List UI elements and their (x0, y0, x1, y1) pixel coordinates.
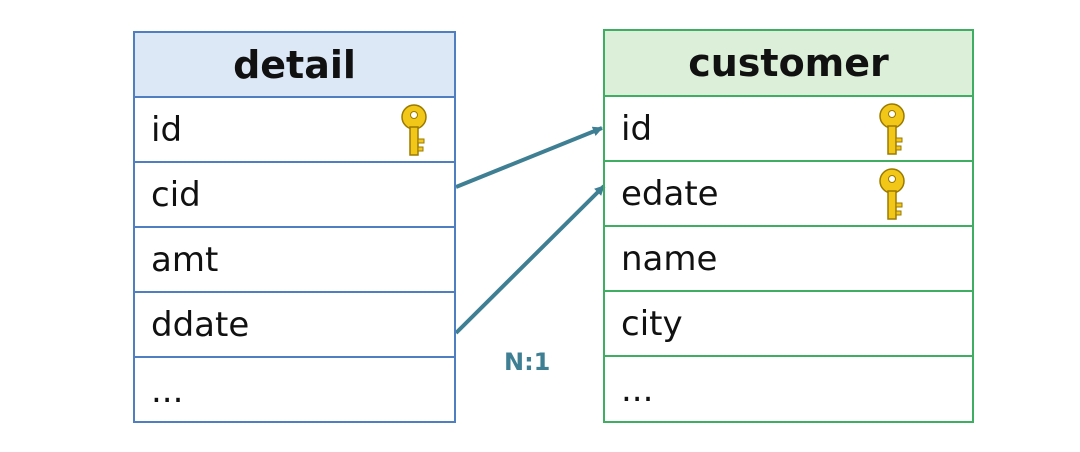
detail-field-amt: amt (135, 228, 454, 293)
cardinality-label: N:1 (504, 348, 551, 376)
field-label: amt (151, 239, 219, 280)
field-label: city (621, 303, 683, 344)
customer-field-name: name (605, 227, 972, 292)
field-label: id (621, 108, 653, 149)
customer-field-id: id (605, 97, 972, 162)
field-label: ... (621, 369, 654, 410)
key-icon (879, 168, 905, 220)
detail-field-more: ... (135, 358, 454, 423)
detail-field-ddate: ddate (135, 293, 454, 358)
customer-field-edate: edate (605, 162, 972, 227)
key-icon (401, 104, 427, 156)
field-label: edate (621, 173, 719, 214)
field-label: ddate (151, 304, 250, 345)
arrow-ddate-to-edate (454, 184, 606, 335)
field-label: ... (151, 370, 184, 411)
detail-table: detail id cid amt ddate ... (133, 31, 456, 423)
key-icon (879, 103, 905, 155)
detail-table-title: detail (135, 33, 454, 98)
field-label: id (151, 109, 183, 150)
field-label: name (621, 238, 718, 279)
detail-field-id: id (135, 98, 454, 163)
arrow-cid-to-id (455, 126, 603, 189)
customer-table-title: customer (605, 31, 972, 97)
field-label: cid (151, 174, 201, 215)
detail-field-cid: cid (135, 163, 454, 228)
customer-table: customer id edate name city ... (603, 29, 974, 423)
customer-field-city: city (605, 292, 972, 357)
customer-field-more: ... (605, 357, 972, 422)
